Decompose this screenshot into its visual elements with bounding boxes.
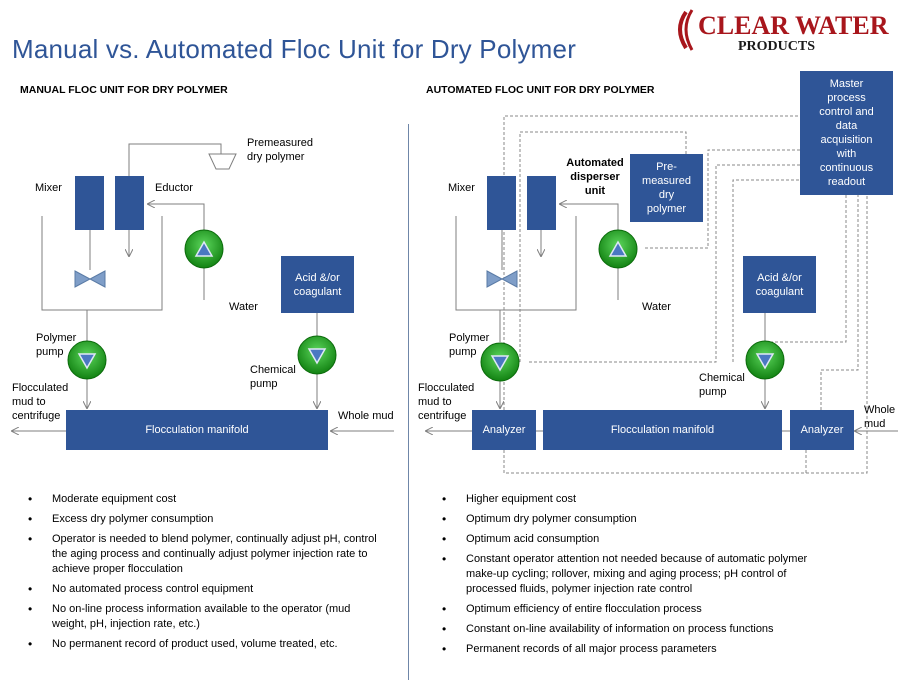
auto-mixer-shaft [487, 176, 516, 230]
automated-section-heading: AUTOMATED FLOC UNIT FOR DRY POLYMER [426, 84, 655, 96]
process-diagram [0, 115, 898, 474]
bullet-item: No automated process control equipment [14, 582, 384, 597]
manual-whole-mud-label: Whole mud [338, 410, 394, 422]
bullet-item: Constant on-line availability of informa… [428, 622, 838, 637]
auto-analyzer-right: Analyzer [790, 410, 854, 450]
auto-acid-box [743, 256, 816, 313]
manual-tank [41, 216, 163, 311]
bullet-item: Permanent records of all major process p… [428, 642, 838, 657]
auto-disperser [527, 176, 556, 230]
bullet-item: Constant operator attention not needed b… [428, 552, 838, 597]
clear-water-logo: CLEAR WATER PRODUCTS [678, 9, 889, 54]
manual-bullet-list: Moderate equipment costExcess dry polyme… [14, 492, 384, 657]
manual-mixer-label: Mixer [35, 182, 62, 194]
bullet-item: No on-line process information available… [14, 602, 384, 632]
control-signal-lines [503, 115, 868, 474]
auto-analyzer-left: Analyzer [472, 410, 536, 450]
bullet-item: No permanent record of product used, vol… [14, 637, 384, 652]
manual-manifold [66, 410, 328, 450]
manual-eductor-label: Eductor [155, 182, 193, 194]
bullet-item: Operator is needed to blend polymer, con… [14, 532, 384, 577]
svg-text:CLEAR WATER: CLEAR WATER [698, 11, 889, 40]
manual-manifold-label: Flocculation manifold [145, 424, 249, 436]
automated-bullet-list: Higher equipment costOptimum dry polymer… [428, 492, 838, 662]
section-divider [408, 124, 409, 680]
manual-mixer-impeller-icon [74, 270, 106, 288]
bullet-item: Excess dry polymer consumption [14, 512, 384, 527]
manual-polymer-feed-line [128, 143, 222, 176]
bullet-item: Optimum efficiency of entire flocculatio… [428, 602, 838, 617]
auto-manifold: Flocculation manifold [543, 410, 782, 450]
manual-eductor [115, 176, 144, 230]
auto-mixer-impeller-icon [486, 270, 518, 288]
page-title: Manual vs. Automated Floc Unit for Dry P… [12, 34, 577, 64]
auto-mixer-label: Mixer [448, 182, 475, 194]
bullet-item: Optimum dry polymer consumption [428, 512, 838, 527]
bullet-item: Higher equipment cost [428, 492, 838, 507]
bullet-item: Moderate equipment cost [14, 492, 384, 507]
bullet-item: Optimum acid consumption [428, 532, 838, 547]
manual-section-heading: MANUAL FLOC UNIT FOR DRY POLYMER [20, 84, 228, 96]
manual-acid-box [281, 256, 354, 313]
svg-text:PRODUCTS: PRODUCTS [738, 39, 815, 54]
manual-water-label: Water [229, 301, 258, 313]
manual-mixer-shaft [75, 176, 104, 230]
auto-water-label: Water [642, 301, 671, 313]
manual-hopper-icon [208, 153, 237, 170]
